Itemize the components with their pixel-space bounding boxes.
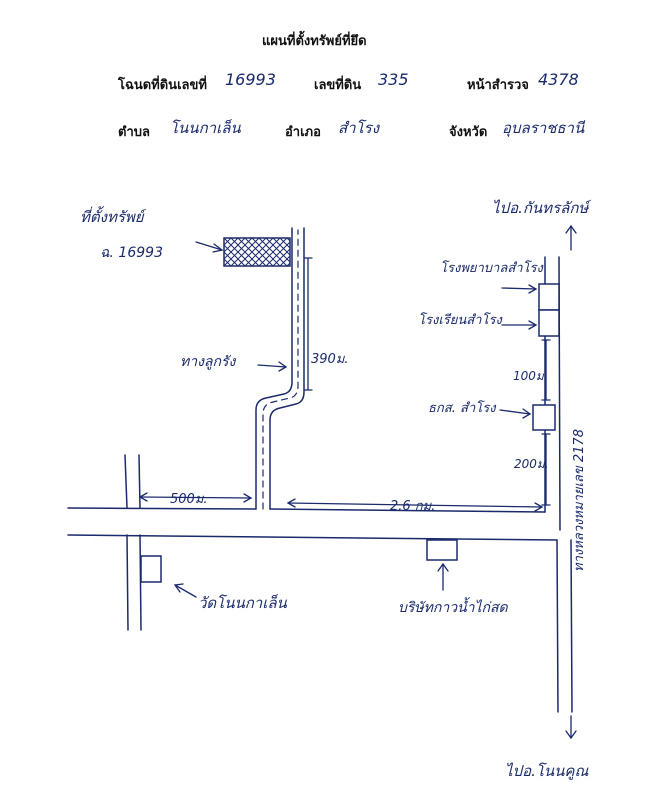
temple-arrow	[174, 584, 197, 598]
main-road-top	[269, 508, 546, 513]
highway-left-edge	[556, 539, 559, 713]
hospital-label: โรงพยาบาลสำโรง	[440, 260, 545, 276]
temple-label: วัดโนนกาเล็น	[198, 594, 288, 612]
lane-arrow	[257, 364, 287, 368]
survey-page-value: 4378	[538, 70, 579, 89]
highway-right-edge	[570, 539, 573, 713]
left-road-edge	[124, 454, 128, 509]
company-label: บริษัทกาวน้ำไก่สด	[398, 597, 509, 616]
bank-arrow	[499, 409, 531, 415]
property-arrow	[195, 241, 223, 251]
bank-road-dist-label: 200ม.	[514, 457, 549, 471]
dist-left-dim	[139, 496, 252, 499]
property-deed-label: ฉ. 16993	[100, 245, 163, 261]
deed-label: โฉนดที่ดินเลขที่	[118, 78, 207, 93]
main-road-top	[67, 507, 257, 510]
subdistrict-value: โนนกาเล็น	[170, 119, 241, 137]
property-label: ที่ตั้งทรัพย์	[80, 206, 147, 226]
hospital-building	[538, 283, 560, 311]
temple-building	[140, 555, 162, 583]
lane-length-label: 390ม.	[311, 352, 349, 367]
property-parcel	[223, 237, 291, 267]
lane-centerline	[262, 229, 299, 510]
land-no-label: เลขที่ดิน	[314, 78, 362, 93]
to-north-label: ไปอ.กันทรลักษ์	[492, 199, 592, 217]
land-no-value: 335	[378, 70, 409, 89]
lane-label: ทางลูกรัง	[180, 354, 237, 370]
survey-page-label: หน้าสำรวจ	[467, 78, 529, 93]
deed-value: 16993	[225, 70, 276, 89]
dist-left-label: 500ม.	[170, 492, 208, 507]
lane-right-edge	[269, 227, 305, 510]
province-label: จังหวัด	[449, 125, 488, 140]
lane-left-edge	[255, 227, 293, 510]
dist-main-dim	[287, 502, 543, 508]
subdistrict-label: ตำบล	[118, 125, 150, 140]
left-road-edge	[138, 454, 141, 509]
left-road-edge	[126, 534, 129, 631]
hospital-arrow	[501, 287, 537, 290]
to-south-label: ไปอ.โนนคูณ	[505, 762, 589, 780]
company-building	[426, 539, 458, 561]
main-road-bottom	[67, 534, 558, 541]
school-bank-dist-label: 100ม.	[513, 369, 548, 383]
bank-building	[532, 404, 556, 431]
page-title: แผนที่ตั้งทรัพย์ที่ยึด	[262, 34, 367, 49]
school-label: โรงเรียนสำโรง	[418, 312, 503, 328]
highway-label: ทางหลวงหมายเลข 2178	[572, 429, 587, 572]
district-label: อำเภอ	[285, 125, 321, 140]
school-building	[538, 309, 560, 337]
bank-label: ธกส. สำโรง	[428, 400, 497, 416]
dist-main-label: 2.6 กม.	[390, 499, 435, 514]
district-value: สำโรง	[338, 119, 380, 137]
province-value: อุบลราชธานี	[502, 119, 585, 137]
